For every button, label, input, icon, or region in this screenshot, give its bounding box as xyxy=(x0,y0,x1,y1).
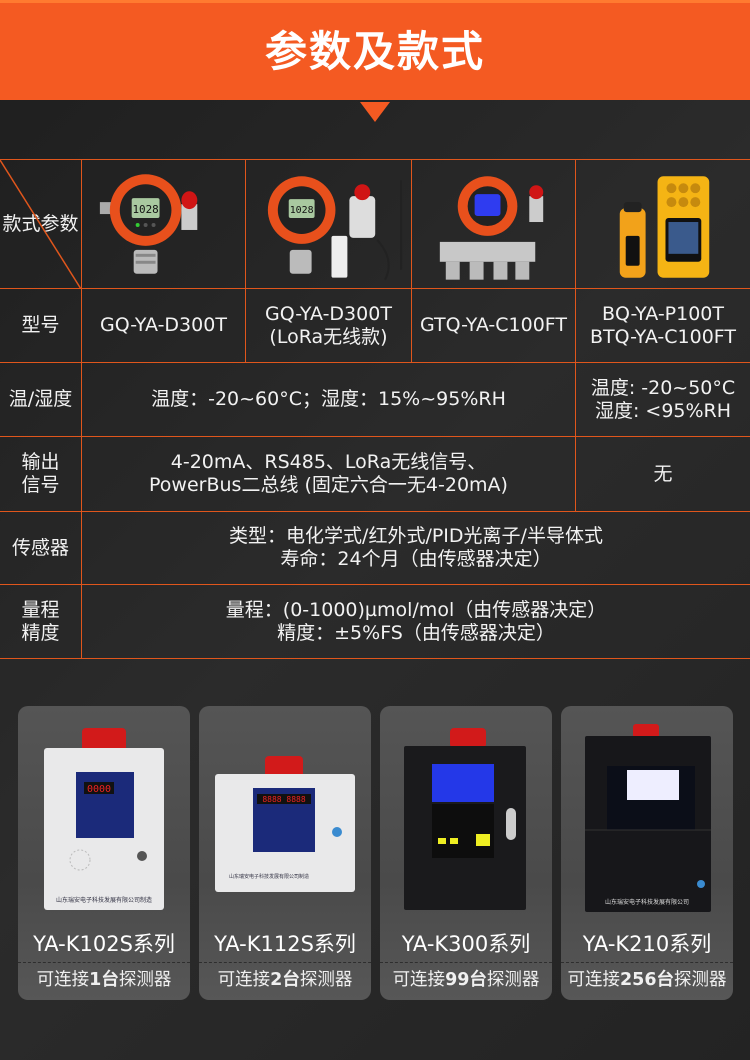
label-line: 信号 xyxy=(21,474,60,496)
controller-capacity: 可连接1台探测器 xyxy=(18,966,190,991)
cap-prefix: 可连接 xyxy=(217,970,271,990)
row-label-sensor: 传感器 xyxy=(11,536,69,559)
range-cell: 量程：(0-1000)µmol/mol（由传感器决定）精度：±5%FS（由传感器… xyxy=(81,585,750,658)
corner-cell: 款式 参数 xyxy=(0,160,81,289)
output-fixed-cell: 4-20mA、RS485、LoRa无线信号、PowerBus二总线 (固定六合一… xyxy=(81,437,575,511)
row-label-model: 型号 xyxy=(21,314,60,336)
model-line: BQ-YA-P100T xyxy=(601,302,724,325)
controller-name: YA-K102S系列 xyxy=(33,932,175,956)
model-line: GQ-YA-D300T xyxy=(265,302,392,325)
sensor-row: 传感器 类型：电化学式/红外式/PID光离子/半导体式寿命：24个月（由传感器决… xyxy=(0,511,750,584)
controller-name: YA-K210系列 xyxy=(582,932,712,956)
manifold-gas-detector-icon xyxy=(439,175,544,280)
controller-capacity: 可连接2台探测器 xyxy=(199,966,371,991)
white-dual-controller-icon: 8888 8888 山东瑞安电子科技发展有限公司制造 xyxy=(215,756,355,892)
row-label-output: 输出信号 xyxy=(0,437,81,511)
label-line: 输出 xyxy=(21,451,60,473)
controller-name: YA-K300系列 xyxy=(401,932,531,956)
banner-pointer xyxy=(360,102,390,122)
model-cell: GTQ-YA-C100FT xyxy=(411,289,575,362)
product-image-cell xyxy=(575,160,750,288)
cap-prefix: 可连接 xyxy=(36,970,90,990)
controller-card[interactable]: 8888 8888 山东瑞安电子科技发展有限公司制造 YA-K112S系列 可连… xyxy=(199,706,371,1000)
temp-fixed-cell: 温度：-20~60°C；湿度：15%~95%RH xyxy=(81,363,575,436)
corner-bottom-label: 参数 xyxy=(40,213,79,235)
svg-text:山东瑞安电子科技发展有限公司制造: 山东瑞安电子科技发展有限公司制造 xyxy=(229,873,309,880)
page-title: 参数及款式 xyxy=(264,27,485,76)
black-controller-icon xyxy=(404,728,526,910)
range-row: 量程精度 量程：(0-1000)µmol/mol（由传感器决定）精度：±5%FS… xyxy=(0,584,750,659)
cap-suffix: 探测器 xyxy=(486,970,540,990)
dashed-divider xyxy=(199,962,371,963)
cap-suffix: 探测器 xyxy=(118,970,172,990)
model-cell: GQ-YA-D300T(LoRa无线款) xyxy=(245,289,411,362)
svg-text:山东瑞安电子科技发展有限公司制造: 山东瑞安电子科技发展有限公司制造 xyxy=(56,896,152,904)
dashed-divider xyxy=(380,962,552,963)
spec-table: 款式 参数 1028 1028 xyxy=(0,159,750,659)
humidity-line: 湿度: <95%RH xyxy=(594,399,732,422)
sensor-cell: 类型：电化学式/红外式/PID光离子/半导体式寿命：24个月（由传感器决定） xyxy=(81,512,750,584)
controller-card[interactable]: 0000 山东瑞安电子科技发展有限公司制造 YA-K102S系列 可连接1台探测… xyxy=(18,706,190,1000)
output-row: 输出信号 4-20mA、RS485、LoRa无线信号、PowerBus二总线 (… xyxy=(0,436,750,511)
range-line: 量程：(0-1000)µmol/mol（由传感器决定） xyxy=(225,598,607,621)
diagonal-divider xyxy=(0,160,81,289)
controller-cards: 0000 山东瑞安电子科技发展有限公司制造 YA-K102S系列 可连接1台探测… xyxy=(18,706,733,1000)
controller-capacity: 可连接99台探测器 xyxy=(380,966,552,991)
svg-text:山东瑞安电子科技发展有限公司: 山东瑞安电子科技发展有限公司 xyxy=(605,898,689,906)
product-image-cell: 1028 xyxy=(245,160,411,288)
output-line: PowerBus二总线 (固定六合一无4-20mA) xyxy=(149,474,508,496)
label-line: 精度 xyxy=(21,621,60,644)
black-large-controller-icon: 山东瑞安电子科技发展有限公司 xyxy=(585,724,711,912)
controller-card[interactable]: YA-K300系列 可连接99台探测器 xyxy=(380,706,552,1000)
white-controller-icon: 0000 山东瑞安电子科技发展有限公司制造 xyxy=(44,728,164,910)
controller-card[interactable]: 山东瑞安电子科技发展有限公司 YA-K210系列 可连接256台探测器 xyxy=(561,706,733,1000)
svg-text:1028: 1028 xyxy=(290,205,314,216)
sensor-life-line: 寿命：24个月（由传感器决定） xyxy=(280,548,552,570)
corner-top-label: 款式 xyxy=(2,213,41,235)
cap-count: 1台 xyxy=(89,970,119,990)
cap-count: 256台 xyxy=(619,970,675,990)
product-image-cell: 1028 xyxy=(81,160,245,288)
output-line: 4-20mA、RS485、LoRa无线信号、 xyxy=(170,451,487,473)
portable-gas-detector-icon xyxy=(619,175,710,278)
product-image-cell xyxy=(411,160,575,288)
model-row: 型号 GQ-YA-D300T GQ-YA-D300T(LoRa无线款) GTQ-… xyxy=(0,288,750,362)
cap-suffix: 探测器 xyxy=(299,970,353,990)
table-header-row: 款式 参数 1028 1028 xyxy=(0,159,750,289)
temp-line: 温度: -20~50°C xyxy=(590,376,736,399)
svg-text:0000: 0000 xyxy=(87,784,111,795)
cap-prefix: 可连接 xyxy=(392,970,446,990)
controller-name: YA-K112S系列 xyxy=(214,932,356,956)
temperature-row: 温/湿度 温度：-20~60°C；湿度：15%~95%RH 温度: -20~50… xyxy=(0,362,750,436)
model-line: BTQ-YA-C100FT xyxy=(589,325,737,348)
row-label-range: 量程精度 xyxy=(0,585,81,658)
dashed-divider xyxy=(561,962,733,963)
sensor-type-line: 类型：电化学式/红外式/PID光离子/半导体式 xyxy=(229,525,603,547)
cap-count: 99台 xyxy=(445,970,487,990)
dashed-divider xyxy=(18,962,190,963)
model-line: (LoRa无线款) xyxy=(269,325,388,348)
cap-count: 2台 xyxy=(270,970,300,990)
row-label-temp: 温/湿度 xyxy=(8,388,73,410)
label-line: 量程 xyxy=(21,598,60,621)
output-portable-cell: 无 xyxy=(575,437,750,511)
svg-text:1028: 1028 xyxy=(132,203,158,216)
accuracy-line: 精度：±5%FS（由传感器决定） xyxy=(277,621,555,644)
model-cell: GQ-YA-D300T xyxy=(81,289,245,362)
cap-suffix: 探测器 xyxy=(674,970,727,990)
svg-text:8888 8888: 8888 8888 xyxy=(262,795,306,804)
cap-prefix: 可连接 xyxy=(567,970,620,990)
title-banner: 参数及款式 xyxy=(0,0,750,122)
controller-capacity: 可连接256台探测器 xyxy=(561,966,733,991)
lora-gas-detector-icon: 1028 xyxy=(267,175,403,280)
orange-gas-detector-icon: 1028 xyxy=(99,173,198,274)
